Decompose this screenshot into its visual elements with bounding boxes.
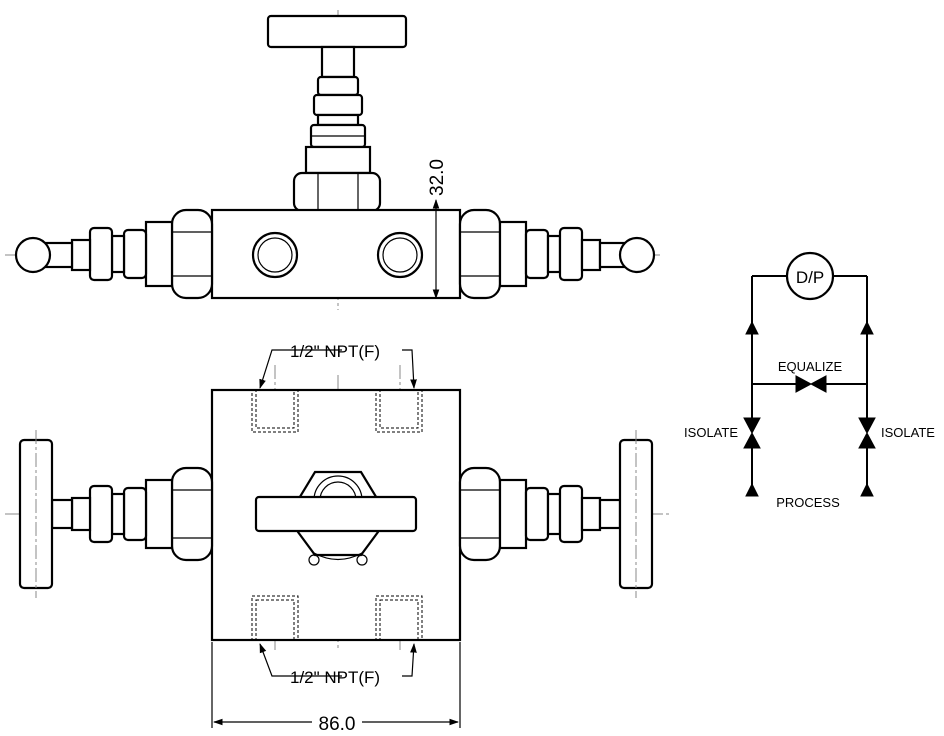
equalize-valve-icon bbox=[795, 375, 813, 393]
threaded-port-bottom-left bbox=[251, 595, 299, 641]
flow-arrow-right-upper bbox=[860, 320, 874, 335]
isolate-left-label: ISOLATE bbox=[684, 425, 738, 440]
top-right-handle-knob bbox=[618, 236, 656, 274]
port-label-top: 1/2" NPT(F) bbox=[290, 342, 380, 361]
isolate-valve-left-icon bbox=[743, 417, 761, 435]
dimension-height-label: 32.0 bbox=[427, 159, 448, 196]
port-circle-right bbox=[376, 231, 424, 279]
threaded-port-bottom-right bbox=[375, 595, 423, 641]
process-label: PROCESS bbox=[776, 495, 840, 510]
threaded-port-top-right bbox=[375, 389, 423, 433]
top-bonnet-hex bbox=[292, 171, 382, 213]
isolate-right-label: ISOLATE bbox=[881, 425, 935, 440]
dp-instrument-label: D/P bbox=[796, 268, 824, 287]
isolate-valve-right-icon bbox=[858, 417, 876, 435]
flow-arrow-right-lower bbox=[860, 482, 874, 497]
top-left-handle-knob bbox=[14, 236, 52, 274]
flow-arrow-left-upper bbox=[745, 320, 759, 335]
front-view: 1/2" NPT(F) 1/2" NPT(F) 86.0 bbox=[5, 342, 670, 735]
flow-schematic: D/P EQUALIZE ISOLATE ISOLATE PROCESS bbox=[684, 251, 935, 510]
top-handle bbox=[266, 14, 408, 49]
port-circle-left bbox=[251, 231, 299, 279]
equalize-label: EQUALIZE bbox=[778, 359, 843, 374]
top-view: 32.0 bbox=[5, 10, 660, 310]
threaded-port-top-left bbox=[251, 389, 299, 433]
port-label-bottom: 1/2" NPT(F) bbox=[290, 668, 380, 687]
dp-instrument-circle bbox=[785, 251, 835, 301]
front-center-handle bbox=[254, 495, 418, 533]
dimension-width-label: 86.0 bbox=[319, 714, 356, 735]
flow-arrow-left-lower bbox=[745, 482, 759, 497]
